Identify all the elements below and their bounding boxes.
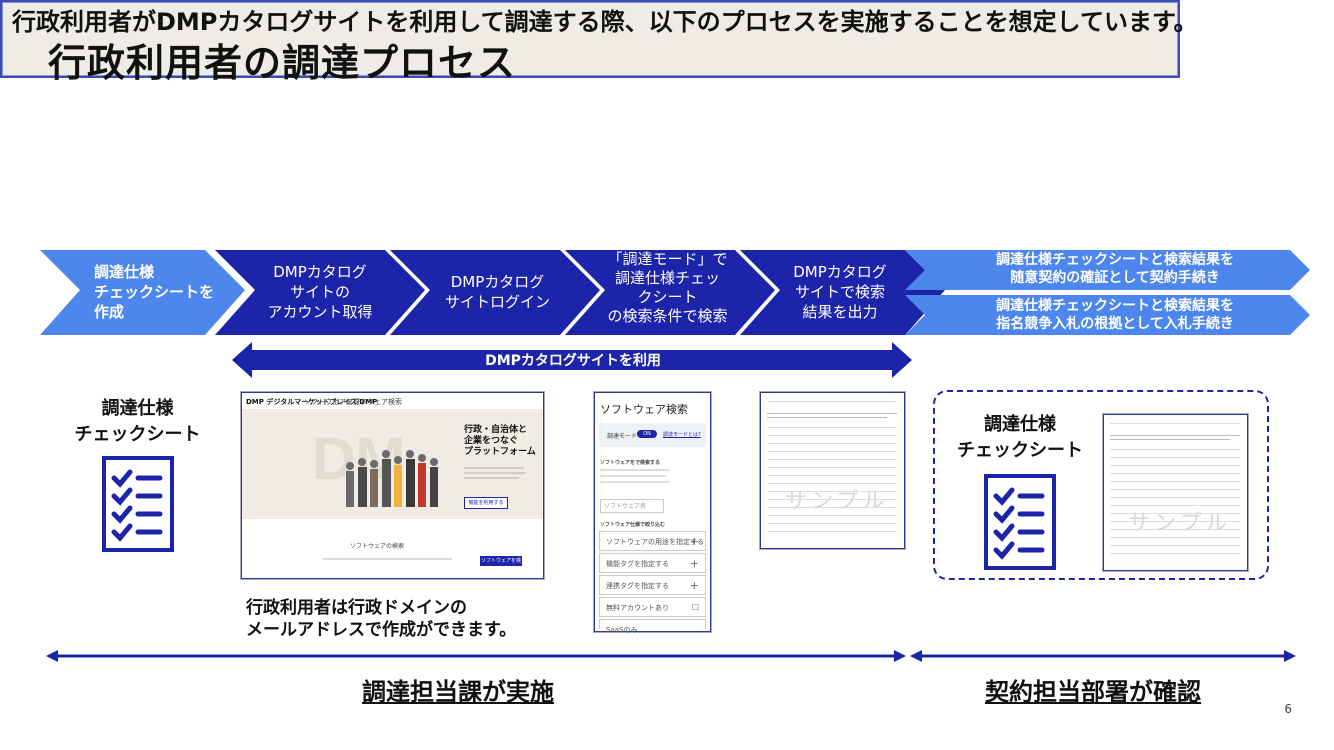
search-panel-screenshot: ソフトウェア検索 調達モード ON 調達モードとは? ソフトウェアをで検索する … [594, 392, 711, 634]
plus-icon: + [689, 579, 699, 592]
page-number: 6 [1284, 702, 1292, 716]
result-sample-doc-2: サンプル [1103, 414, 1248, 571]
step-5-label: DMPカタログ サイトで検索 結果を出力 [793, 263, 887, 321]
final-chevron-2 [905, 295, 1310, 335]
sample-watermark: サンプル [785, 489, 889, 514]
step-2-label: DMPカタログ サイトの アカウント取得 [267, 263, 373, 321]
filter-row-label: SaaSのみ [606, 626, 638, 634]
site-search-title: ソフトウェアの検索 [350, 543, 405, 550]
process-flow [40, 250, 1310, 335]
plus-icon: + [689, 557, 699, 570]
account-note: 行政利用者は行政ドメインの メールアドレスで作成ができます。 [246, 598, 517, 640]
step-chevron-5 [740, 250, 945, 335]
step-3-label: DMPカタログ サイトログイン [444, 273, 550, 311]
filter-row-label: 連携タグを指定する [606, 582, 669, 590]
mode-help-link[interactable]: 調達モードとは? [663, 432, 701, 438]
mode-label: 調達モード [607, 433, 638, 440]
mode-toggle[interactable]: ON [637, 430, 657, 438]
final-step-2-label: 調達仕様チェックシートと検索結果を 指名競争入札の根拠として入札手続き [996, 298, 1234, 332]
filter-row-usage[interactable]: ソフトウェアの用途を指定する+ [599, 531, 706, 551]
range-arrow [232, 342, 912, 378]
page-title: 行政利用者の調達プロセス [48, 41, 517, 85]
keyword-heading: ソフトウェアをで検索する [600, 460, 661, 466]
filter-row-function[interactable]: 機能タグを指定する + [599, 553, 706, 573]
site-hero-title: 行政・自治体と 企業をつなぐ プラットフォーム [464, 425, 536, 457]
site-brand: DMP デジタルマーケットプレイス DMP [246, 398, 378, 406]
bottom-label-contract: 契約担当部署が確認 [985, 678, 1201, 706]
final-chevron-1 [905, 250, 1310, 290]
step-chevron-1 [40, 250, 245, 335]
intro-text: 行政利用者がDMPカタログサイトを利用して調達する際、以下のプロセスを実施するこ… [12, 8, 1198, 36]
site-screenshot: DMP デジタルマーケットプレイス DMP ソフトウェアを探す ソフトウェア検索… [241, 392, 544, 579]
range-label: DMPカタログサイトを利用 [485, 353, 661, 369]
sample-watermark: サンプル [1128, 511, 1232, 536]
filter-row-label: 機能タグを指定する [606, 560, 669, 568]
site-nav-2: ソフトウェア検索 [346, 398, 402, 406]
checklist-icon [984, 474, 1056, 570]
checksheet-label: 調達仕様 チェックシート [74, 398, 201, 445]
filter-heading: ソフトウェア仕様で絞り込む [600, 522, 666, 528]
final-step-1-label: 調達仕様チェックシートと検索結果を 随意契約の確証として契約手続き [996, 252, 1234, 286]
filter-row-integration[interactable]: 連携タグを指定する + [599, 575, 706, 595]
step-chevron-3 [390, 250, 600, 335]
site-nav-1: ソフトウェアを探す [304, 398, 367, 406]
filter-row-label: 無料アカウントあり [606, 604, 669, 612]
filter-row-free[interactable]: 無料アカウントあり ☐ [599, 597, 706, 617]
plus-icon: + [689, 535, 699, 548]
step-1-label: 調達仕様 チェックシートを 作成 [94, 263, 215, 321]
contract-section-frame [933, 390, 1269, 580]
people-illustration: DM [312, 425, 438, 507]
result-sample-doc: サンプル [760, 392, 905, 549]
checkbox-icon: ☐ [691, 603, 699, 612]
checksheet-label-2: 調達仕様 チェックシート [957, 414, 1083, 461]
site-hero: DM 行政・自治体と 企業をつなぐ プラットフォーム 機能を利用する [242, 409, 543, 519]
site-search-button[interactable]: ソフトウェアを検索する [480, 556, 522, 574]
keyword-input[interactable]: ソフトウェア名 [600, 499, 664, 513]
step-chevron-4 [565, 250, 775, 335]
intro-box: 行政利用者がDMPカタログサイトを利用して調達する際、以下のプロセスを実施するこ… [0, 0, 1198, 78]
search-panel-title: ソフトウェア検索 [600, 403, 688, 416]
bottom-label-procurement: 調達担当課が実施 [362, 678, 554, 706]
step-4-label: 「調達モード」で 調達仕様チェッ クシート の検索条件で検索 [607, 250, 728, 325]
filter-row-saas[interactable]: SaaSのみ [599, 619, 706, 634]
site-hero-button[interactable]: 機能を利用する [464, 497, 508, 509]
checklist-icon [102, 456, 174, 552]
step-chevron-2 [215, 250, 425, 335]
filter-row-label: ソフトウェアの用途を指定する [606, 538, 704, 546]
bottom-arrows [46, 650, 1296, 662]
